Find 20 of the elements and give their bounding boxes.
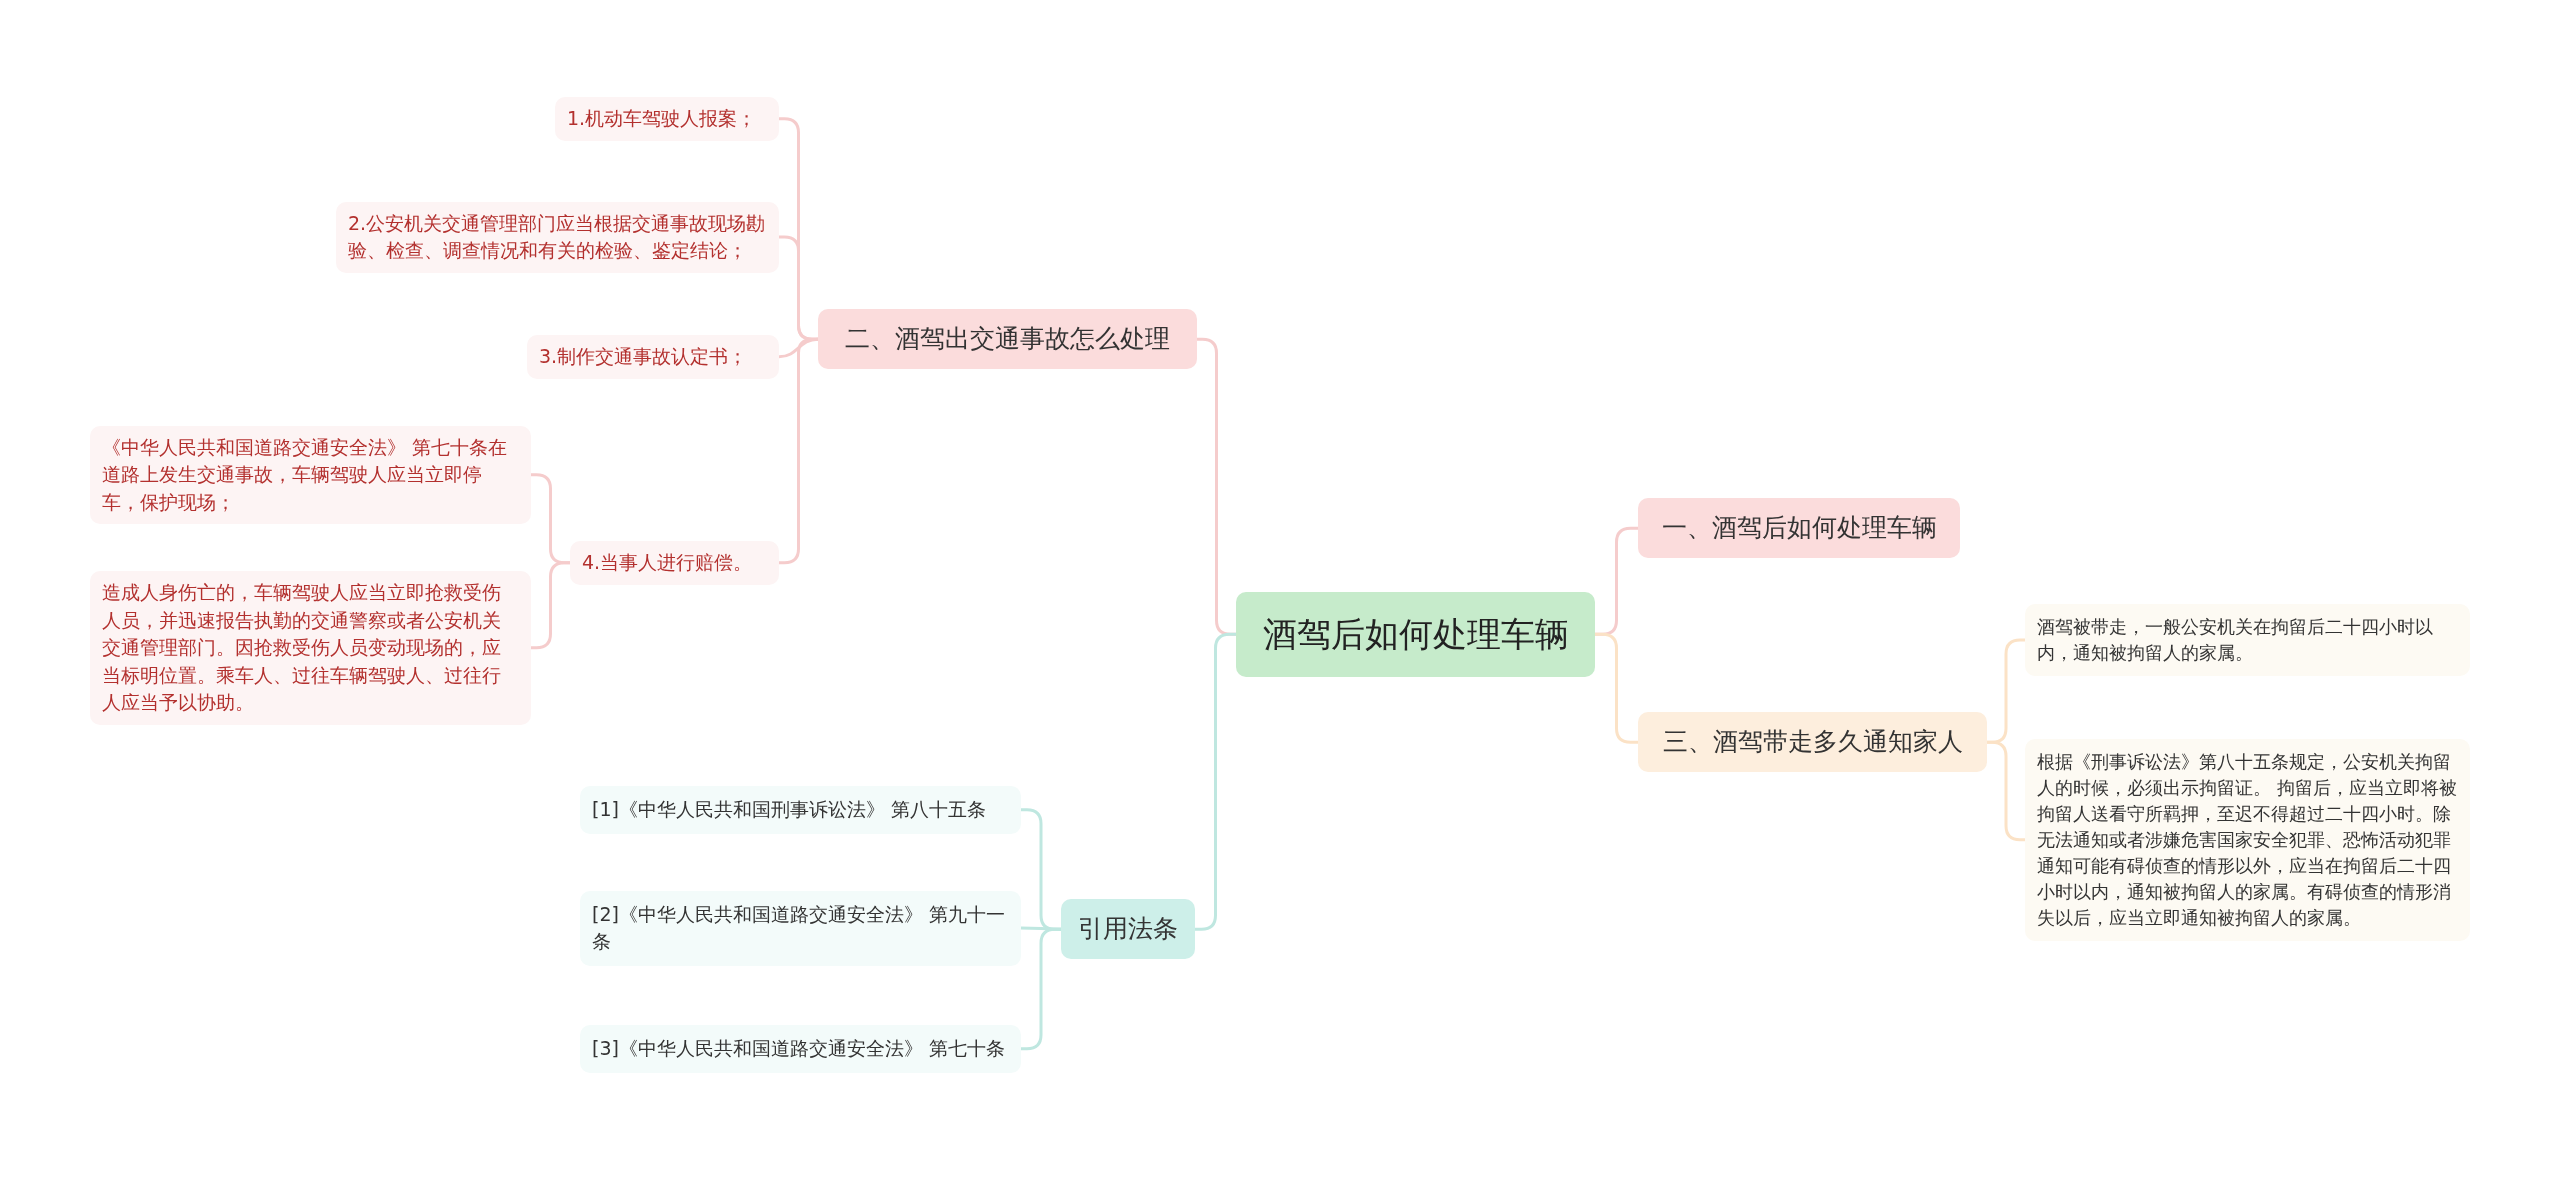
topic-box: 引用法条 xyxy=(1061,899,1195,960)
subtopic-box: [3]《中华人民共和国道路交通安全法》 第七十条 xyxy=(580,1025,1021,1073)
subtopic-box: 《中华人民共和国道路交通安全法》 第七十条在道路上发生交通事故，车辆驾驶人应当立即停车，保护现场； xyxy=(90,425,531,525)
connector-line xyxy=(1595,632,1638,744)
topic-box: 二、酒驾出交通事故怎么处理 xyxy=(818,309,1197,370)
connector-line xyxy=(1987,740,2025,842)
subtopic-box: 4.当事人进行赔偿。 xyxy=(570,541,779,585)
subtopic-box: [2]《中华人民共和国道路交通安全法》 第九十一条 xyxy=(580,890,1021,966)
subtopic-box: 酒驾被带走，一般公安机关在拘留后二十四小时以内，通知被拘留人的家属。 xyxy=(2025,604,2470,677)
subtopic-box: 1.机动车驾驶人报案； xyxy=(555,97,779,141)
subtopic-box: 2.公安机关交通管理部门应当根据交通事故现场勘验、检查、调查情况和有关的检验、鉴定结论； xyxy=(336,201,779,273)
subtopic-box: 3.制作交通事故认定书； xyxy=(527,335,779,379)
connector-line xyxy=(1021,927,1061,1051)
subtopic-box: [1]《中华人民共和国刑事诉讼法》 第八十五条 xyxy=(580,786,1021,834)
subtopic-box: 根据《刑事诉讼法》第八十五条规定，公安机关拘留人的时候，必须出示拘留证。 拘留后，应当立即将被拘留人送看守所羁押，至迟不得超过二十四小时。除无法通知或者涉嫌危害国家安全犯罪、恐怖活动犯罪通知可能有碍侦查的情形以外，应当在拘留后二十四小时以内，通知被拘留人的家属。有碍侦查的情形消失以后，应当立即通知被拘留人的家属。 xyxy=(2025,738,2470,942)
connector-line xyxy=(1195,632,1236,931)
subtopic-box: 造成人身伤亡的，车辆驾驶人应当立即抢救受伤人员，并迅速报告执勤的交通警察或者公安机关交通管理部门。因抢救受伤人员变动现场的，应当标明位置。乘车人、过往车辆驾驶人、过往行人应当予以协助。 xyxy=(90,571,531,725)
root-topic-box: 酒驾后如何处理车辆 xyxy=(1236,591,1595,677)
topic-box: 一、酒驾后如何处理车辆 xyxy=(1638,498,1960,559)
topic-box: 三、酒驾带走多久通知家人 xyxy=(1638,712,1987,773)
